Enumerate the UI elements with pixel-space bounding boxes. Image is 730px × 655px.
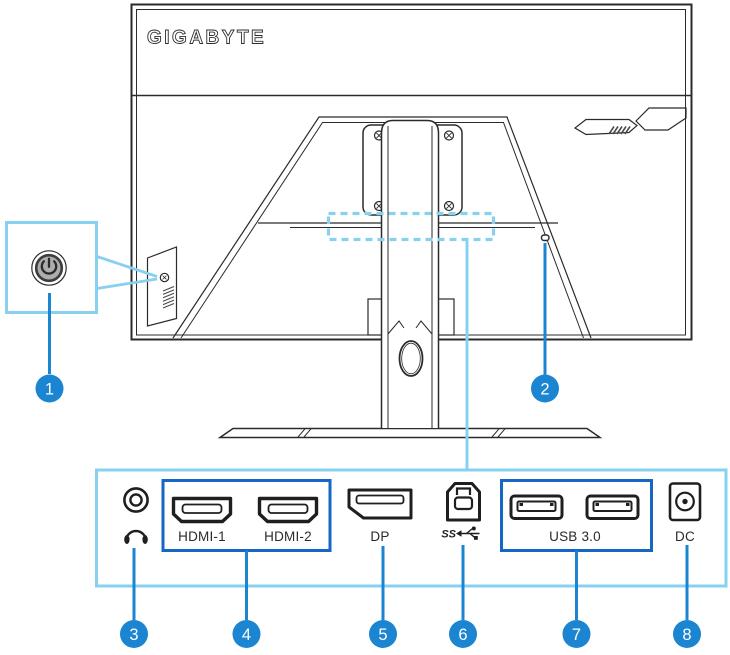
usb-ss-trident-icon: SS [441, 526, 480, 541]
column-joint-detail [387, 320, 433, 335]
stand-column [380, 119, 440, 428]
callout-badge-3: 3 [120, 620, 148, 648]
stand-base [217, 427, 603, 439]
callout-badge-7: 7 [562, 620, 591, 648]
displayport-port-icon [347, 488, 413, 520]
callout-badge-6: 6 [449, 620, 477, 648]
ports-detail-panel: HDMI-1 HDMI-2 DP SS [95, 468, 728, 620]
hdmi1-label: HDMI-1 [178, 529, 226, 544]
vent-hatch [162, 285, 175, 309]
callout-number-1: 1 [45, 381, 54, 399]
dp-label: DP [370, 529, 389, 544]
usb-group: USB 3.0 [500, 479, 653, 552]
usb-a-port-icon [509, 494, 564, 520]
vesa-screw-icon [443, 200, 455, 212]
gigabyte-logo: GIGABYTE [147, 28, 266, 49]
kensington-callout: 2 [531, 243, 559, 403]
ports-panel-box [95, 468, 728, 588]
control-button-panel [146, 246, 178, 327]
monitor-back-illustration: GIGABYTE [130, 3, 693, 439]
callout-number-4: 4 [242, 626, 251, 644]
hdmi-port-icon [171, 496, 233, 524]
power-callout-box [5, 221, 98, 314]
callout-badge-2: 2 [531, 374, 559, 403]
power-icon [31, 250, 67, 286]
hatch-marks [608, 126, 631, 135]
callout-number-8: 8 [682, 626, 691, 644]
callout-number-2: 2 [540, 381, 549, 399]
hdmi-port-icon [257, 496, 319, 524]
callout-number-6: 6 [458, 626, 467, 644]
callout-badge-5: 5 [369, 620, 397, 648]
callout-number-3: 3 [129, 626, 138, 644]
callout-badge-4: 4 [232, 620, 261, 648]
decorative-arrow-shapes [573, 107, 687, 136]
vesa-screw-icon [443, 130, 455, 141]
dc-power-jack-icon [668, 482, 702, 522]
kensington-lock-slot-icon [540, 234, 550, 242]
ss-label: SS [441, 529, 456, 541]
usb-a-port-icon [585, 494, 640, 520]
control-button-icon [159, 272, 170, 283]
callout-badge-1: 1 [35, 374, 64, 403]
usb-b-upstream-port-icon [446, 482, 481, 522]
callout-number-5: 5 [378, 626, 387, 644]
dc-label: DC [675, 529, 695, 544]
headphones-jack-icon [123, 487, 149, 544]
cable-hole [398, 340, 424, 377]
callout-badges-row: 3 4 5 6 7 8 [120, 620, 701, 648]
power-button-callout: 1 [5, 221, 158, 403]
callout-badge-8: 8 [673, 620, 701, 648]
power-callout-pointer-lines [96, 255, 158, 290]
usb-label: USB 3.0 [549, 529, 601, 544]
hdmi2-label: HDMI-2 [264, 529, 312, 544]
hdmi-group: HDMI-1 HDMI-2 [161, 479, 332, 552]
callout-number-7: 7 [572, 626, 581, 644]
